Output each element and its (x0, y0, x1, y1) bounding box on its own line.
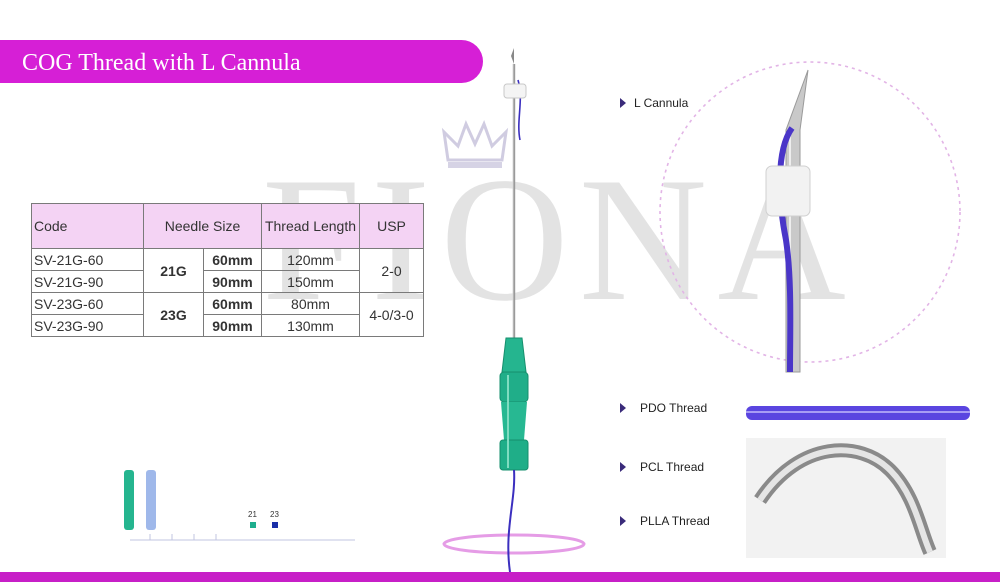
cell-needle: 90mm (203, 314, 262, 337)
footer-bar (0, 572, 1000, 582)
spec-table: Code Needle Size Thread Length USP SV-21… (31, 203, 424, 337)
gauge-21-swatch (250, 522, 256, 528)
header-thread-length: Thread Length (261, 203, 360, 249)
cell-code: SV-21G-60 (31, 248, 144, 271)
cell-length: 80mm (261, 292, 360, 315)
pdo-thread-sample (746, 406, 970, 420)
cell-needle: 60mm (203, 248, 262, 271)
banner-title: COG Thread with L Cannula (22, 50, 301, 76)
base-ellipse (442, 533, 586, 555)
gauge-23-swatch (272, 522, 278, 528)
hub-samples (124, 470, 156, 530)
cell-code: SV-21G-90 (31, 270, 144, 293)
header-code: Code (31, 203, 144, 249)
cell-usp: 2-0 (359, 248, 424, 293)
plla-thread-label: PLLA Thread (640, 514, 710, 528)
title-banner (0, 40, 483, 83)
cell-needle: 90mm (203, 270, 262, 293)
cell-gauge: 21G (143, 248, 204, 293)
crown-watermark-icon (441, 120, 509, 168)
table-row: SV-23G-90 90mm 130mm (31, 314, 424, 337)
l-cannula-pointer-icon (620, 98, 626, 108)
cell-usp: 4-0/3-0 (359, 292, 424, 337)
header-needle-size: Needle Size (143, 203, 262, 249)
gauge-ruler (130, 534, 355, 541)
header-usp: USP (359, 203, 424, 249)
table-header-row: Code Needle Size Thread Length USP (31, 203, 424, 249)
cannula-needle (499, 48, 529, 573)
cell-length: 130mm (261, 314, 360, 337)
zoom-circle (659, 61, 961, 363)
gauge-21-label: 21 (248, 510, 257, 519)
pdo-pointer-icon (620, 403, 626, 413)
plla-pointer-icon (620, 516, 626, 526)
pcl-thread-sample (746, 438, 946, 558)
cell-gauge: 23G (143, 292, 204, 337)
table-row: SV-21G-60 21G 60mm 120mm 2-0 (31, 248, 424, 293)
pcl-pointer-icon (620, 462, 626, 472)
gauge-23-label: 23 (270, 510, 279, 519)
table-row: SV-23G-60 23G 60mm 80mm 4-0/3-0 (31, 292, 424, 337)
cell-length: 150mm (261, 270, 360, 293)
cell-code: SV-23G-90 (31, 314, 144, 337)
cell-code: SV-23G-60 (31, 292, 144, 315)
zoomed-cannula-tip (765, 69, 811, 373)
cell-needle: 60mm (203, 292, 262, 315)
l-cannula-label: L Cannula (634, 96, 689, 110)
pdo-thread-label: PDO Thread (640, 401, 708, 415)
cell-length: 120mm (261, 248, 360, 271)
pcl-thread-label: PCL Thread (640, 460, 705, 474)
